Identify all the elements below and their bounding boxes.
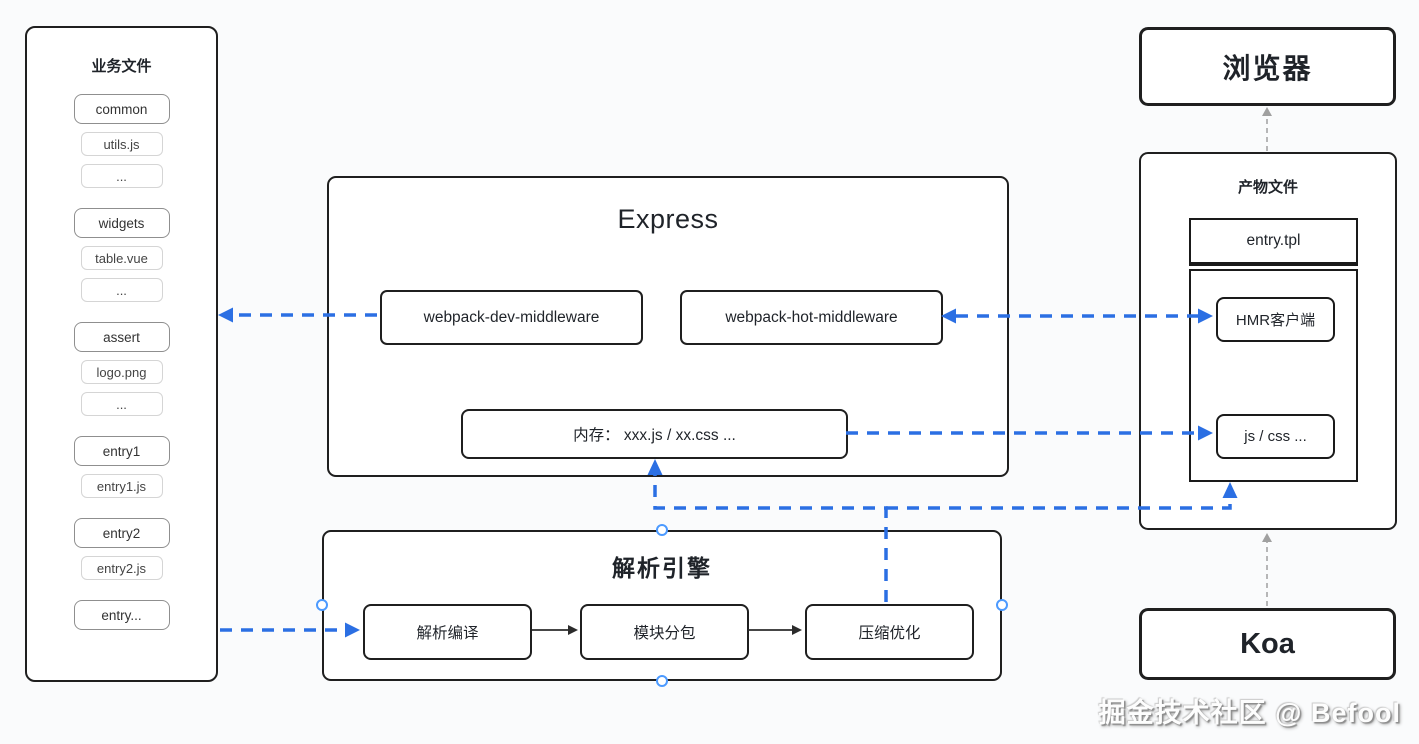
- webpack-hot-middleware-node: webpack-hot-middleware: [680, 290, 943, 345]
- file-node-table-vue: table.vue: [80, 246, 163, 270]
- file-node-logo-png: logo.png: [80, 360, 163, 384]
- artifacts-title: 产物文件: [1237, 179, 1298, 196]
- file-node-entry1-js: entry1.js: [80, 474, 163, 498]
- business-files-panel: 业务文件 common utils.js ... widgets table.v…: [25, 26, 218, 682]
- js-css-node: js / css ...: [1216, 414, 1335, 459]
- express-title: Express: [617, 204, 719, 234]
- arrowhead-left-to-files: [218, 307, 233, 323]
- entry-tpl-body: HMR客户端 js / css ...: [1189, 269, 1358, 482]
- entry-tpl-node: entry.tpl: [1189, 218, 1358, 266]
- parse-compile-node: 解析编译: [363, 604, 532, 660]
- module-chunk-node: 模块分包: [580, 604, 749, 660]
- file-node-entry2-js: entry2.js: [80, 556, 163, 580]
- express-panel: Express webpack-dev-middleware webpack-h…: [327, 176, 1009, 477]
- file-node-assert: assert: [73, 322, 170, 352]
- file-node-ellipsis: ...: [80, 164, 163, 188]
- file-node-utils-js: utils.js: [80, 132, 163, 156]
- memory-node: 内存： xxx.js / xx.css ...: [461, 409, 848, 459]
- file-node-widgets: widgets: [73, 208, 170, 238]
- file-node-entry-etc: entry...: [73, 600, 170, 630]
- file-node-common: common: [73, 94, 170, 124]
- parse-engine-panel: 解析引擎 解析编译 模块分包 压缩优化: [322, 530, 1002, 681]
- file-node-ellipsis: ...: [80, 278, 163, 302]
- artifacts-panel: 产物文件 entry.tpl HMR客户端 js / css ...: [1139, 152, 1397, 530]
- browser-node: 浏览器: [1139, 27, 1396, 106]
- file-node-ellipsis: ...: [80, 392, 163, 416]
- koa-title: Koa: [1240, 627, 1295, 660]
- parse-engine-title: 解析引擎: [612, 555, 712, 581]
- koa-node: Koa: [1139, 608, 1396, 680]
- browser-title: 浏览器: [1222, 52, 1313, 84]
- hmr-client-node: HMR客户端: [1216, 297, 1335, 342]
- file-node-entry1: entry1: [73, 436, 170, 466]
- arrowhead-to-artifacts: [1262, 533, 1272, 542]
- arrowhead-to-browser: [1262, 107, 1272, 116]
- compress-optimize-node: 压缩优化: [805, 604, 974, 660]
- file-node-entry2: entry2: [73, 518, 170, 548]
- business-files-title: 业务文件: [91, 58, 152, 75]
- webpack-dev-middleware-node: webpack-dev-middleware: [380, 290, 643, 345]
- watermark: 掘金技术社区 @ Befool: [1098, 698, 1401, 728]
